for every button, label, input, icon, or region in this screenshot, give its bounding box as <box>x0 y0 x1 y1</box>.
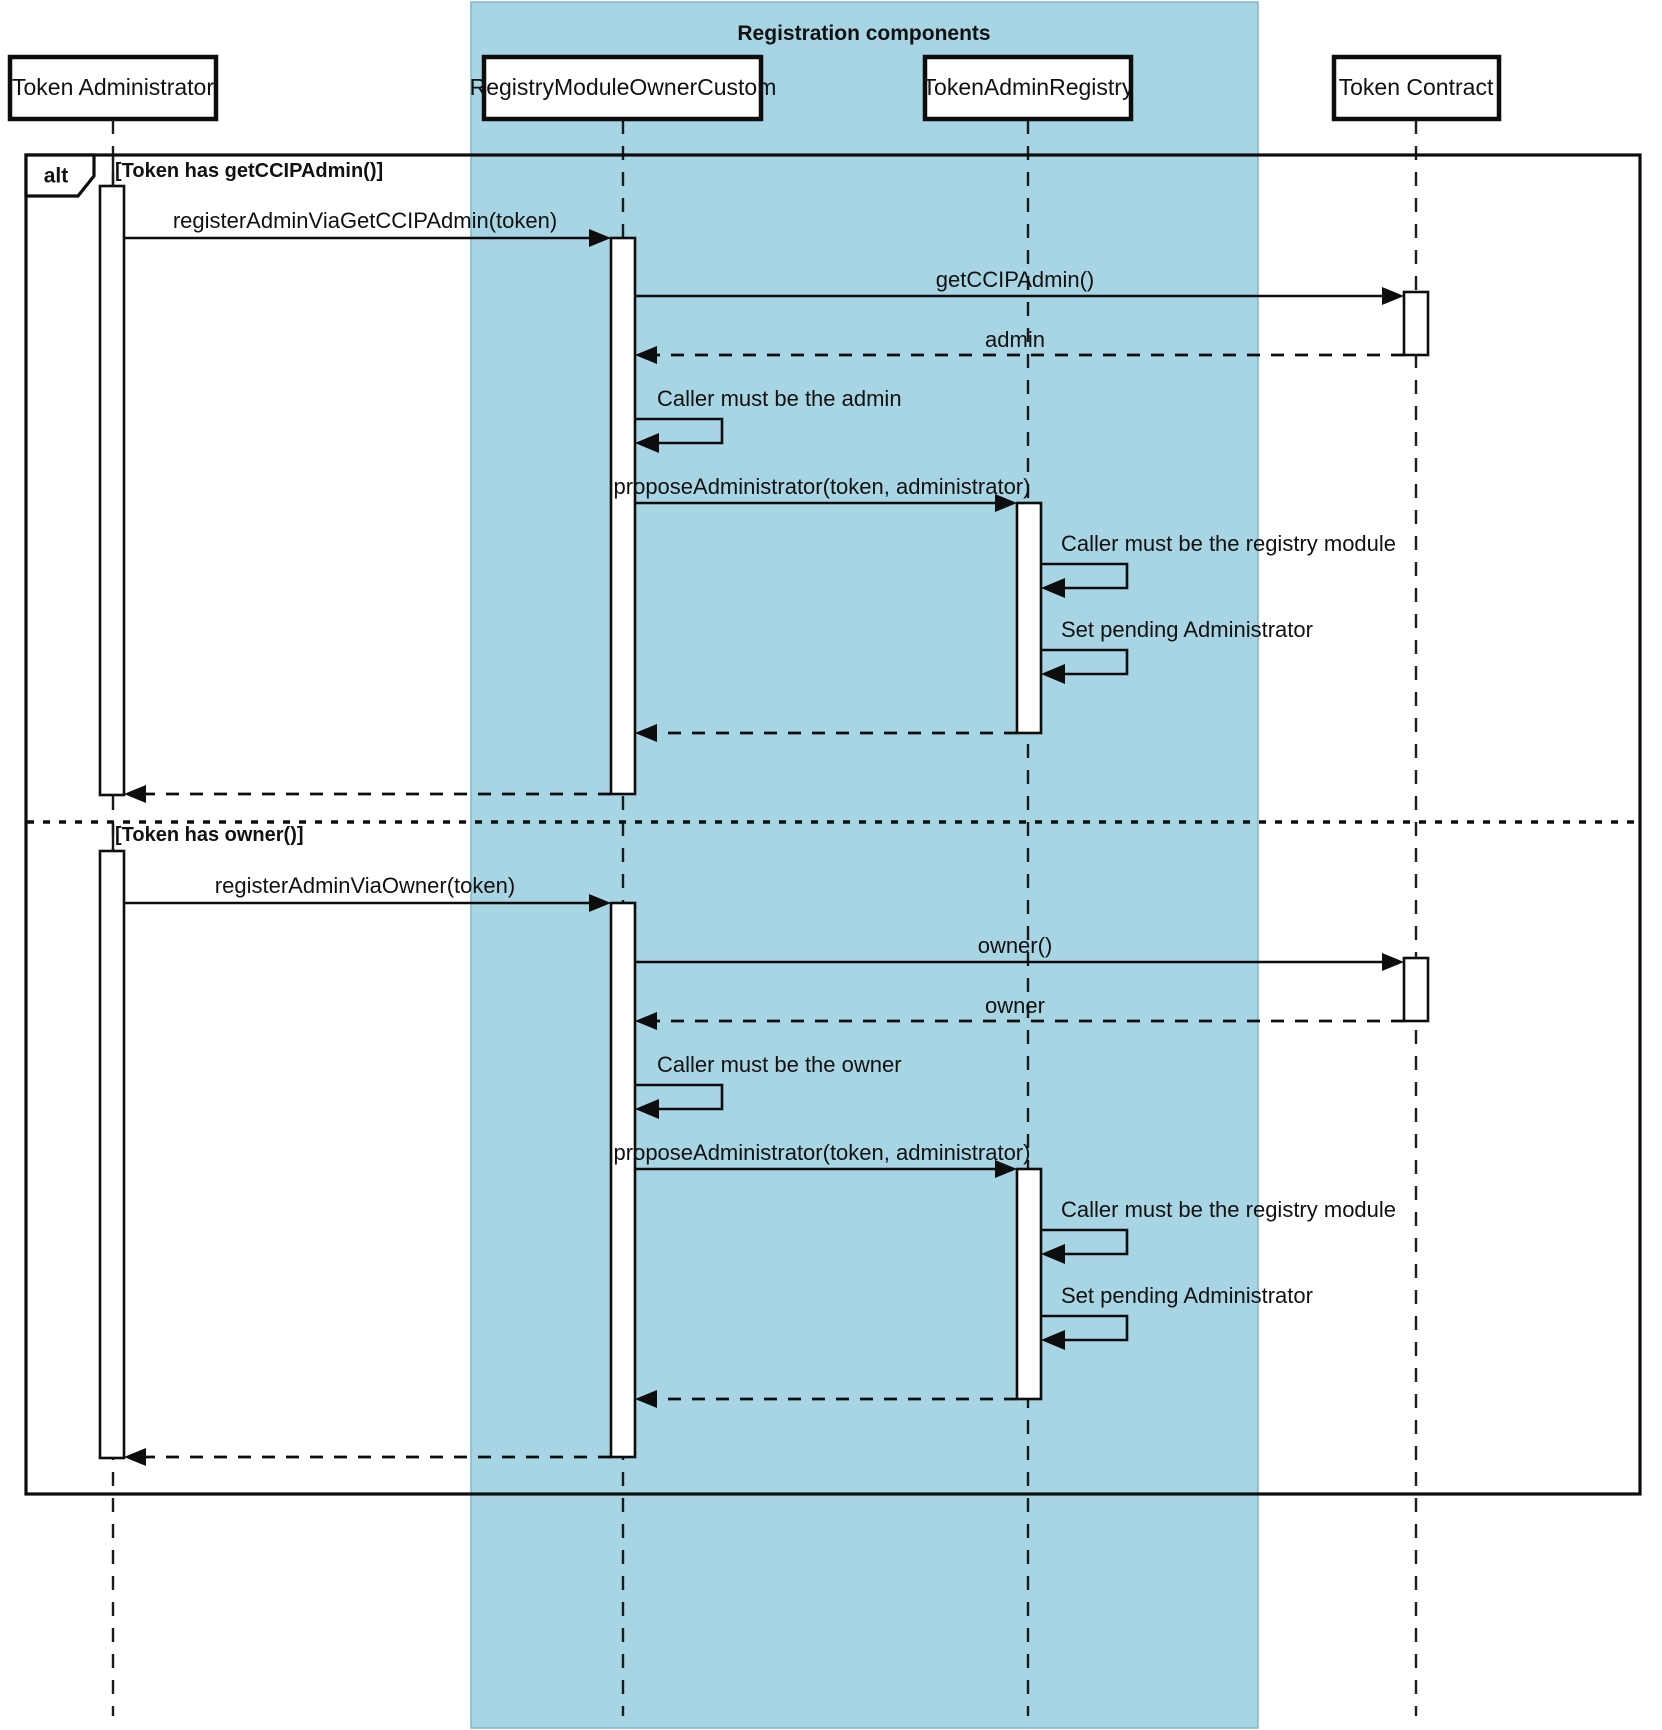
arrowhead-m17 <box>635 1390 657 1408</box>
arrowhead-m15 <box>1041 1244 1065 1264</box>
activation-token-branch0 <box>1402 290 1430 357</box>
message-m6: Caller must be the registry module <box>1041 531 1396 598</box>
alt-branch-0-condition: [Token has getCCIPAdmin()] <box>115 160 383 182</box>
message-m14: proposeAdministrator(token, administrato… <box>614 1140 1031 1178</box>
message-label-m11: owner() <box>978 933 1053 958</box>
arrowhead-m2 <box>1382 287 1404 305</box>
message-m12: owner <box>635 993 1404 1030</box>
participant-registry[interactable]: RegistryModuleOwnerCustom <box>470 54 777 122</box>
arrowhead-m9 <box>124 785 146 803</box>
arrowhead-m5 <box>995 494 1017 512</box>
arrowhead-m8 <box>635 724 657 742</box>
arrowhead-m16 <box>1041 1330 1065 1350</box>
message-m11: owner() <box>635 933 1404 971</box>
message-m18 <box>124 1448 611 1466</box>
message-label-m2: getCCIPAdmin() <box>936 267 1095 292</box>
message-m7: Set pending Administrator <box>1041 617 1313 684</box>
message-label-m10: registerAdminViaOwner(token) <box>215 873 515 898</box>
activation-admin-branch1 <box>98 849 126 1460</box>
activation-tar-branch1 <box>1015 1167 1043 1401</box>
activation-tar-branch0 <box>1015 501 1043 735</box>
message-m10: registerAdminViaOwner(token) <box>124 873 611 912</box>
participant-label-token: Token Contract <box>1339 74 1494 100</box>
message-m2: getCCIPAdmin() <box>635 267 1404 305</box>
message-m15: Caller must be the registry module <box>1041 1197 1396 1264</box>
arrowhead-m13 <box>635 1099 659 1119</box>
message-label-m14: proposeAdministrator(token, administrato… <box>614 1140 1031 1165</box>
message-label-m12: owner <box>985 993 1045 1018</box>
arrowhead-m12 <box>635 1012 657 1030</box>
arrowhead-m14 <box>995 1160 1017 1178</box>
message-m17 <box>635 1390 1017 1408</box>
participant-label-admin: Token Administrator <box>12 74 214 100</box>
alt-fragment-tab <box>24 153 96 198</box>
message-label-m16: Set pending Administrator <box>1061 1283 1313 1308</box>
message-label-m7: Set pending Administrator <box>1061 617 1313 642</box>
arrowhead-m6 <box>1041 578 1065 598</box>
arrowhead-m18 <box>124 1448 146 1466</box>
arrowhead-m10 <box>589 894 611 912</box>
message-label-m4: Caller must be the admin <box>657 386 902 411</box>
group-title-label: Registration components <box>737 22 990 45</box>
arrowhead-m7 <box>1041 664 1065 684</box>
message-m16: Set pending Administrator <box>1041 1283 1313 1350</box>
message-label-m3: admin <box>985 327 1045 352</box>
arrowhead-m3 <box>635 346 657 364</box>
participant-token[interactable]: Token Contract <box>1331 54 1502 122</box>
message-label-m5: proposeAdministrator(token, administrato… <box>614 474 1031 499</box>
participant-admin[interactable]: Token Administrator <box>7 54 219 122</box>
activation-registry-branch0 <box>609 236 637 796</box>
message-m1: registerAdminViaGetCCIPAdmin(token) <box>124 208 611 247</box>
message-m3: admin <box>635 327 1404 364</box>
message-m9 <box>124 785 611 803</box>
activation-registry-branch1 <box>609 901 637 1459</box>
participant-tar[interactable]: TokenAdminRegistry <box>923 54 1134 122</box>
message-label-m15: Caller must be the registry module <box>1061 1197 1396 1222</box>
message-label-m6: Caller must be the registry module <box>1061 531 1396 556</box>
message-label-m13: Caller must be the owner <box>657 1052 902 1077</box>
alt-branch-1-condition: [Token has owner()] <box>115 824 304 846</box>
group-box-registration-components <box>470 1 1259 1729</box>
message-m5: proposeAdministrator(token, administrato… <box>614 474 1031 512</box>
message-m8 <box>635 724 1017 742</box>
activation-token-branch1 <box>1402 956 1430 1023</box>
alt-operator-label: alt <box>44 165 69 188</box>
activation-admin-branch0 <box>98 184 126 797</box>
participant-label-registry: RegistryModuleOwnerCustom <box>470 74 777 100</box>
participant-label-tar: TokenAdminRegistry <box>923 74 1134 100</box>
arrowhead-m1 <box>589 229 611 247</box>
message-label-m1: registerAdminViaGetCCIPAdmin(token) <box>173 208 557 233</box>
arrowhead-m11 <box>1382 953 1404 971</box>
alt-fragment-frame <box>24 153 1642 1496</box>
message-m13: Caller must be the owner <box>635 1052 902 1119</box>
arrowhead-m4 <box>635 433 659 453</box>
message-m4: Caller must be the admin <box>635 386 902 453</box>
